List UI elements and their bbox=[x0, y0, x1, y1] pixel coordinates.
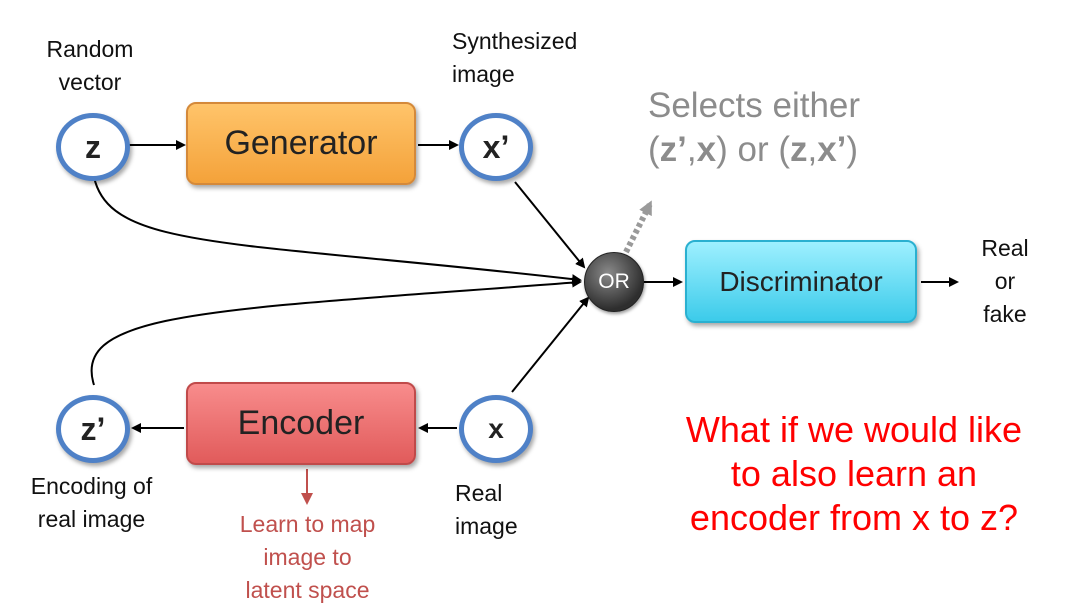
question-text: What if we would like to also learn an e… bbox=[685, 409, 1023, 538]
encoder-box: Encoder bbox=[186, 382, 416, 465]
selects-line1: Selects either bbox=[648, 86, 861, 125]
node-x: x bbox=[459, 395, 533, 463]
curve-z-to-or bbox=[93, 176, 582, 285]
label-learn-to-map: Learn to map image to latent space bbox=[239, 511, 376, 603]
arrow-x-to-or bbox=[511, 296, 590, 393]
arrow-xprime-to-or bbox=[514, 181, 586, 269]
label-encoding-of-real-image: Encoding of real image bbox=[30, 473, 153, 532]
dotted-arrow-or-to-selects bbox=[623, 200, 653, 254]
node-x-prime: x’ bbox=[459, 113, 533, 181]
discriminator-box: Discriminator bbox=[685, 240, 917, 323]
label-synthesized-image: Synthesized image bbox=[452, 28, 578, 87]
label-real-image: Real image bbox=[455, 480, 518, 539]
selects-line2: (z’,x) or (z,x’) bbox=[648, 130, 859, 169]
curve-zprime-to-or bbox=[90, 277, 582, 386]
label-random-vector: Random vector bbox=[46, 36, 134, 95]
node-z: z bbox=[56, 113, 130, 181]
label-real-or-fake: Real or fake bbox=[981, 235, 1029, 327]
node-z-prime: z’ bbox=[56, 395, 130, 463]
or-node: OR bbox=[584, 252, 644, 312]
generator-box: Generator bbox=[186, 102, 416, 185]
selects-text: Selects either (z’,x) or (z,x’) bbox=[648, 84, 948, 172]
